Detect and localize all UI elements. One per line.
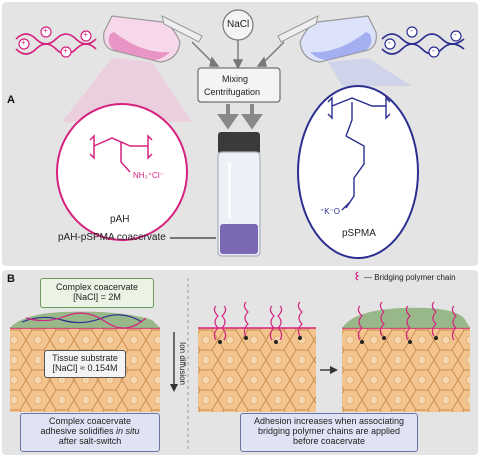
centrifugation-label: Centrifugation <box>204 87 261 97</box>
pah-structure <box>89 134 153 173</box>
plus-sign: + <box>83 30 88 39</box>
bridging-chains-right <box>357 301 457 341</box>
caption-bridging-line2: bridging polymer chains are applied <box>257 426 401 436</box>
pspma-polymer-chain <box>381 26 465 58</box>
pah-polymer-chain <box>15 26 97 58</box>
binding-dots-right <box>360 336 438 344</box>
pah-zoom-cone <box>62 58 192 122</box>
complex-coacervate-nacl: [NaCl] = 2M <box>73 292 121 302</box>
caption-salt-switch-line1: Complex coacervate <box>48 416 132 426</box>
pah-flask <box>103 15 203 63</box>
tissue-substrate-middle <box>198 328 316 412</box>
panel-b: B — Bridging polymer chain Complex coace… <box>2 270 478 455</box>
plus-sign: + <box>63 46 68 55</box>
pah-label: pAH <box>110 214 130 225</box>
panel-a-illustration <box>15 9 465 259</box>
minus-sign: - <box>410 26 413 35</box>
pah-amine-label: NH₃⁺Cl⁻ <box>133 171 164 180</box>
panel-a-label: A <box>7 94 15 106</box>
plus-sign: + <box>21 38 26 47</box>
caption-bridging-line3: before coacervate <box>292 436 366 446</box>
tissue-substrate-box: Tissue substrate [NaCl] ≈ 0.154M <box>44 350 126 378</box>
bridging-legend-label: — Bridging polymer chain <box>364 273 456 282</box>
pah-structure-circle <box>56 103 188 241</box>
tissue-substrate-title: Tissue substrate <box>52 353 118 363</box>
tissue-substrate-nacl: [NaCl] ≈ 0.154M <box>52 363 118 373</box>
nacl-label: NaCl <box>227 19 250 30</box>
coacervate-label: pAH-pSPMA coacervate <box>58 232 166 243</box>
binding-dots-middle <box>218 336 302 344</box>
minus-sign: - <box>388 38 391 47</box>
mixing-box <box>197 67 281 103</box>
panel-a: A + + + + - - - - NaCl Mixing Centrifuga… <box>2 2 478 266</box>
caption-salt-switch-line2: adhesive solidifies in situ <box>21 426 159 436</box>
caption-bridging-line1: Adhesion increases when associating <box>253 416 405 426</box>
panel-b-label: B <box>7 273 15 285</box>
coacervate-layer <box>10 311 160 328</box>
caption-salt-switch-emphasis: in situ <box>116 426 140 436</box>
complex-coacervate-box: Complex coacervate [NaCl] = 2M <box>40 278 154 308</box>
caption-salt-switch-line3: after salt-switch <box>58 436 122 446</box>
pspma-zoom-cone <box>328 58 412 86</box>
minus-sign: - <box>454 30 457 39</box>
coacervate-layer-right <box>342 307 470 328</box>
caption-bridging: Adhesion increases when associating brid… <box>240 413 418 452</box>
pspma-structure <box>327 96 391 211</box>
pspma-flask <box>277 15 377 63</box>
bridging-chains-middle <box>213 301 303 341</box>
ion-diffusion-label: Ion diffusion <box>178 342 187 385</box>
pspma-label: pSPMA <box>342 228 376 239</box>
caption-salt-switch: Complex coacervate adhesive solidifies i… <box>20 413 160 452</box>
down-arrows <box>217 104 263 130</box>
complex-coacervate-title: Complex coacervate <box>55 282 139 292</box>
mixing-arrows <box>191 40 285 70</box>
mixing-label: Mixing <box>222 74 249 84</box>
pspma-potassium-label: ⁺K⁻O <box>320 207 341 216</box>
coacervate-vial <box>217 132 261 257</box>
plus-sign: + <box>43 26 48 35</box>
minus-sign: - <box>432 46 435 55</box>
bridging-legend-icon <box>355 271 360 281</box>
caption-salt-switch-line2-text: adhesive solidifies <box>40 426 117 436</box>
